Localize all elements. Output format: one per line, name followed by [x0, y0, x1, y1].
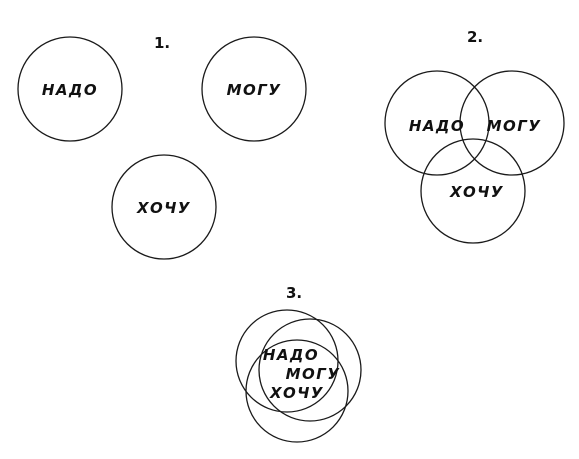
- panel-2-need-circle: [384, 70, 490, 176]
- panel-1-can-label: МОГУ: [227, 81, 282, 99]
- panel-3-can-circle: [258, 318, 362, 422]
- panel-1: 1. НАДО МОГУ ХОЧУ: [17, 34, 307, 260]
- panel-2-can-label: МОГУ: [487, 117, 542, 135]
- panel-2-number: 2.: [467, 28, 483, 46]
- panel-3-number: 3.: [286, 284, 302, 302]
- panel-3-need-label: НАДО: [263, 346, 319, 364]
- panel-3-want-circle: [245, 339, 349, 443]
- panel-2-want-circle: [420, 138, 526, 244]
- panel-3-want-label: ХОЧУ: [269, 384, 324, 402]
- panel-2: 2. НАДО МОГУ ХОЧУ: [384, 28, 565, 244]
- panel-1-number: 1.: [154, 34, 170, 52]
- panel-2-need-label: НАДО: [409, 117, 465, 135]
- panel-1-want-label: ХОЧУ: [136, 199, 191, 217]
- panel-3: 3. НАДО МОГУ ХОЧУ: [235, 284, 362, 443]
- panel-2-can-circle: [459, 70, 565, 176]
- panel-1-need-circle: [17, 36, 123, 142]
- panel-1-can-circle: [201, 36, 307, 142]
- panel-1-need-label: НАДО: [42, 81, 98, 99]
- panel-3-can-label: МОГУ: [286, 365, 341, 383]
- panel-1-want-circle: [111, 154, 217, 260]
- panel-2-want-label: ХОЧУ: [449, 183, 504, 201]
